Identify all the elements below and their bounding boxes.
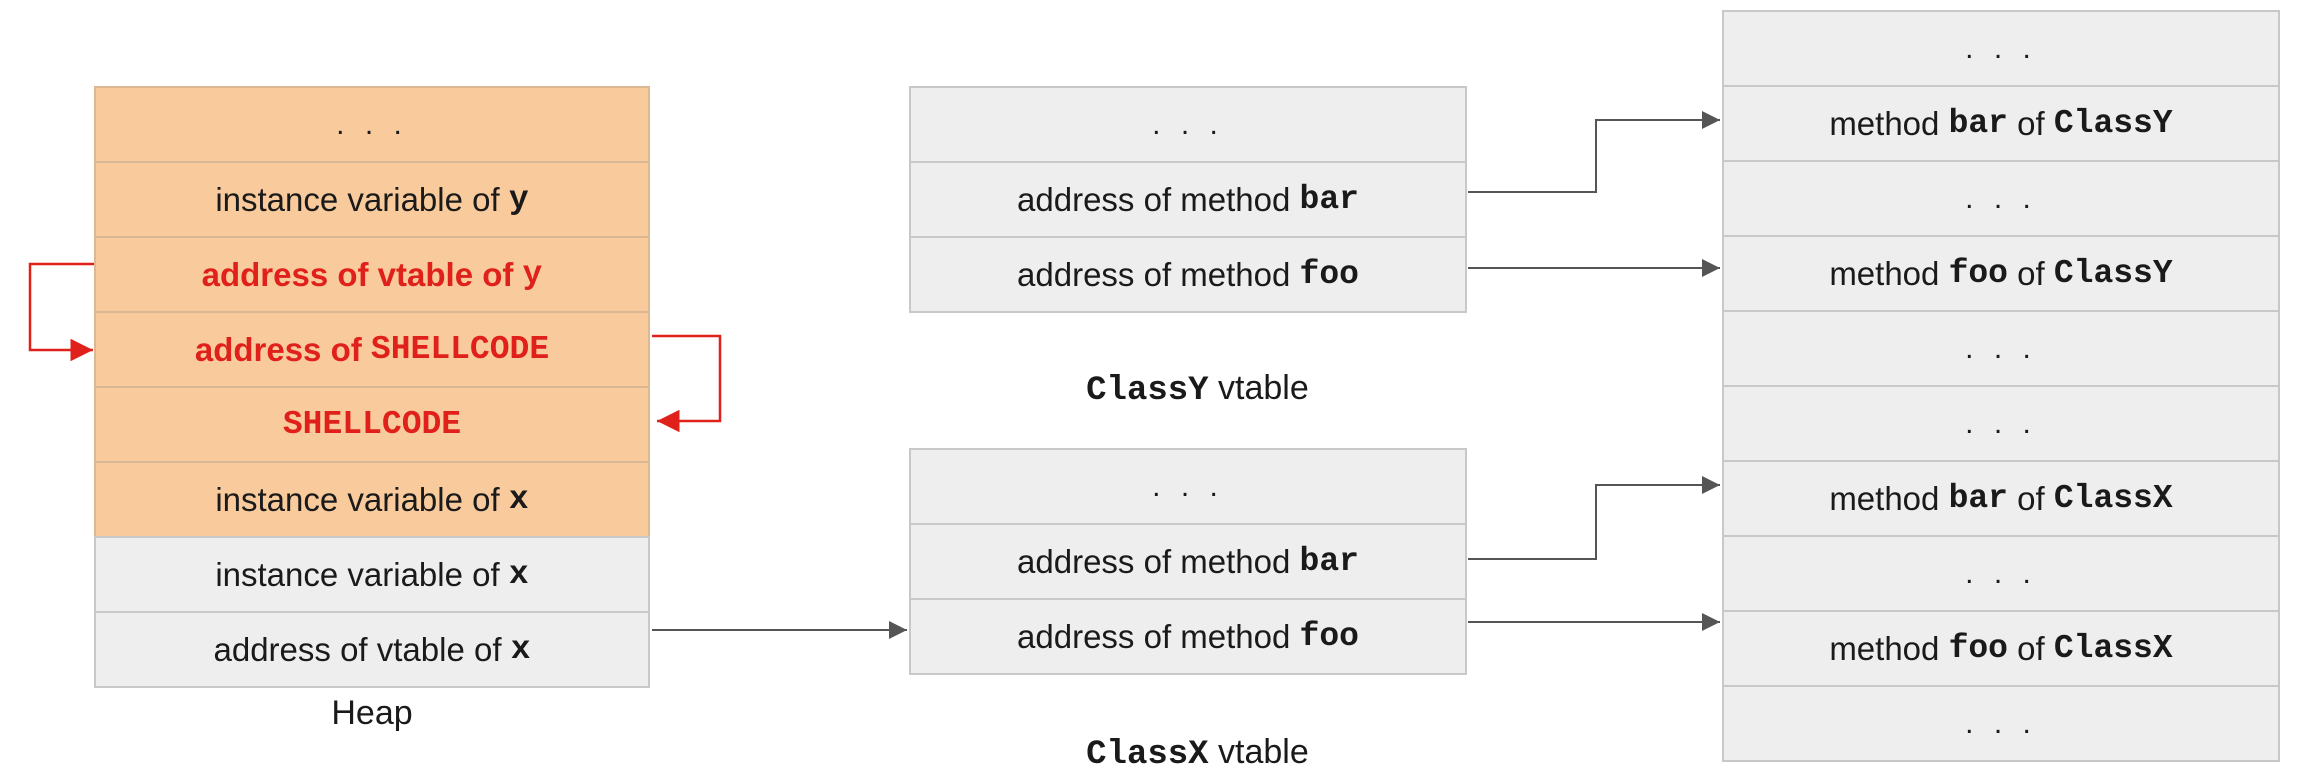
vtable-x-row-ellipsis: . . . — [909, 448, 1467, 525]
methods-row-ellipsis: . . . — [1722, 310, 2280, 387]
caption-text: vtable — [1208, 369, 1309, 407]
row-class: ClassY — [2053, 105, 2173, 142]
ellipsis: . . . — [1965, 556, 2037, 590]
row-code: bar — [1948, 480, 2008, 517]
ellipsis: . . . — [1965, 331, 2037, 365]
row-code: SHELLCODE — [370, 331, 550, 368]
row-code: foo — [1948, 630, 2008, 667]
classx-bar-arrow — [1468, 476, 1720, 560]
row-code: bar — [1948, 105, 2008, 142]
row-label: address of vtable of — [213, 630, 511, 668]
vtable-x-row-foo: address of method foo — [909, 598, 1467, 675]
row-label: address of method — [1017, 255, 1300, 293]
vtable-y-row-foo: address of method foo — [909, 236, 1467, 313]
ellipsis: . . . — [1965, 706, 2037, 740]
row-label-mid: of — [2007, 104, 2054, 142]
row-code: x — [508, 481, 529, 518]
row-code: y — [522, 256, 543, 293]
row-code: foo — [1948, 255, 2008, 292]
method-bar-classy: method bar of ClassY — [1722, 85, 2280, 162]
ellipsis: . . . — [336, 107, 408, 141]
row-class: ClassX — [2053, 630, 2173, 667]
heap-row-instance-var-y: instance variable of y — [94, 161, 650, 238]
row-code: foo — [1299, 256, 1359, 293]
row-label: method — [1829, 629, 1949, 667]
row-label-mid: of — [2007, 479, 2054, 517]
row-label: address of method — [1017, 617, 1300, 655]
heap-row-vtable-address-x: address of vtable of x — [94, 611, 650, 688]
methods-stack: . . . method bar of ClassY . . . method … — [1722, 10, 2280, 762]
ellipsis: . . . — [1965, 31, 2037, 65]
heap-caption: Heap — [331, 694, 413, 732]
classy-bar-arrow — [1468, 111, 1720, 193]
row-label: address of method — [1017, 542, 1300, 580]
row-code: foo — [1299, 618, 1359, 655]
heap-row-ellipsis-top: . . . — [94, 86, 650, 163]
row-label: instance variable of — [215, 180, 509, 218]
row-label: instance variable of — [215, 480, 509, 518]
row-code: x — [510, 631, 531, 668]
row-label: address of method — [1017, 180, 1300, 218]
vtable-y-row-ellipsis: . . . — [909, 86, 1467, 163]
heap-row-vtable-address-y: address of vtable of y — [94, 236, 650, 313]
row-class: ClassY — [2053, 255, 2173, 292]
ellipsis: . . . — [1965, 406, 2037, 440]
row-label: method — [1829, 104, 1949, 142]
row-label: address of — [194, 330, 371, 368]
row-label-mid: of — [2007, 629, 2054, 667]
red-loop-arrow-right — [652, 334, 722, 433]
method-foo-classy: method foo of ClassY — [1722, 235, 2280, 312]
row-label: instance variable of — [215, 555, 509, 593]
row-code: bar — [1299, 181, 1359, 218]
row-label: method — [1829, 479, 1949, 517]
row-class: ClassX — [2053, 480, 2173, 517]
methods-row-ellipsis: . . . — [1722, 685, 2280, 762]
heap-row-instance-var-x-orange: instance variable of x — [94, 461, 650, 538]
row-code: bar — [1299, 543, 1359, 580]
methods-row-ellipsis: . . . — [1722, 10, 2280, 87]
heap-stack: . . . instance variable of y address of … — [94, 86, 650, 688]
ellipsis: . . . — [1152, 469, 1224, 503]
row-label-mid: of — [2007, 254, 2054, 292]
heap-row-shellcode: SHELLCODE — [94, 386, 650, 463]
row-code: y — [508, 181, 529, 218]
ellipsis: . . . — [1152, 107, 1224, 141]
row-code: SHELLCODE — [282, 406, 462, 443]
classy-vtable-caption: ClassY vtable — [909, 330, 1467, 410]
classy-vtable-stack: . . . address of method bar address of m… — [909, 86, 1467, 313]
ellipsis: . . . — [1965, 181, 2037, 215]
classx-vtable-stack: . . . address of method bar address of m… — [909, 448, 1467, 675]
row-label: address of vtable of — [201, 255, 523, 293]
red-loop-arrow-left — [28, 262, 94, 362]
row-code: x — [508, 556, 529, 593]
heap-row-shellcode-address: address of SHELLCODE — [94, 311, 650, 388]
row-label: method — [1829, 254, 1949, 292]
caption-code: ClassY — [1086, 372, 1209, 410]
